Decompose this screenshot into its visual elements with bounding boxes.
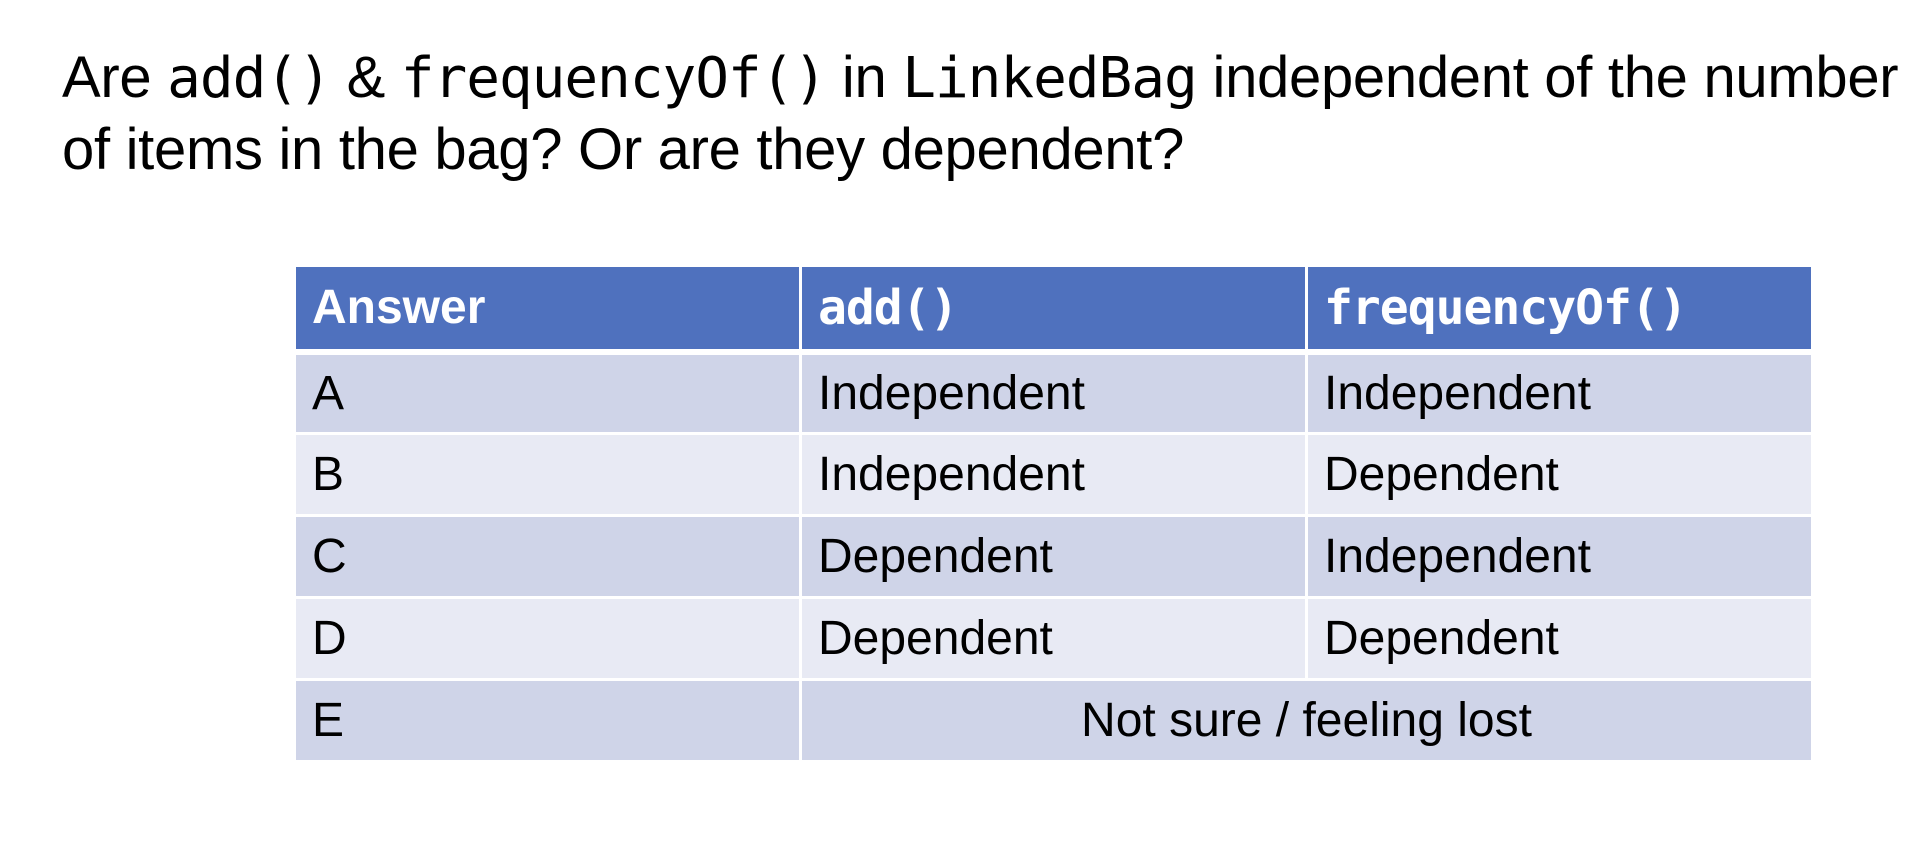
answer-cell: D xyxy=(293,596,802,681)
table-row: C Dependent Independent xyxy=(293,514,1814,599)
table-header-row: Answer add() frequencyOf() xyxy=(293,264,1814,355)
answer-cell: A xyxy=(293,350,802,435)
question-text-2: & xyxy=(330,45,401,110)
code-linkedbag: LinkedBag xyxy=(902,46,1197,111)
add-cell: Independent xyxy=(799,350,1308,435)
header-add: add() xyxy=(799,264,1308,355)
question-text-1: Are xyxy=(62,45,168,110)
question-text-3: in xyxy=(826,45,903,110)
table-row: A Independent Independent xyxy=(293,350,1814,435)
answer-cell: C xyxy=(293,514,802,599)
frequencyof-cell: Independent xyxy=(1305,514,1814,599)
code-frequencyof: frequencyOf() xyxy=(400,46,827,111)
answer-table: Answer add() frequencyOf() A Independent… xyxy=(293,264,1814,763)
answer-cell: B xyxy=(293,432,802,517)
table-row: E Not sure / feeling lost xyxy=(293,678,1814,763)
question-title: Are add() & frequencyOf() in LinkedBag i… xyxy=(62,42,1902,185)
table-row: B Independent Dependent xyxy=(293,432,1814,517)
add-cell: Dependent xyxy=(799,596,1308,681)
not-sure-cell: Not sure / feeling lost xyxy=(799,678,1814,763)
add-cell: Independent xyxy=(799,432,1308,517)
frequencyof-cell: Dependent xyxy=(1305,432,1814,517)
frequencyof-cell: Independent xyxy=(1305,350,1814,435)
header-answer: Answer xyxy=(293,264,802,355)
answer-cell: E xyxy=(293,678,802,763)
header-frequencyof: frequencyOf() xyxy=(1305,264,1814,355)
add-cell: Dependent xyxy=(799,514,1308,599)
table-row: D Dependent Dependent xyxy=(293,596,1814,681)
code-add: add() xyxy=(167,46,332,111)
frequencyof-cell: Dependent xyxy=(1305,596,1814,681)
question-text-4: independent of the number of items in th… xyxy=(62,45,1899,182)
